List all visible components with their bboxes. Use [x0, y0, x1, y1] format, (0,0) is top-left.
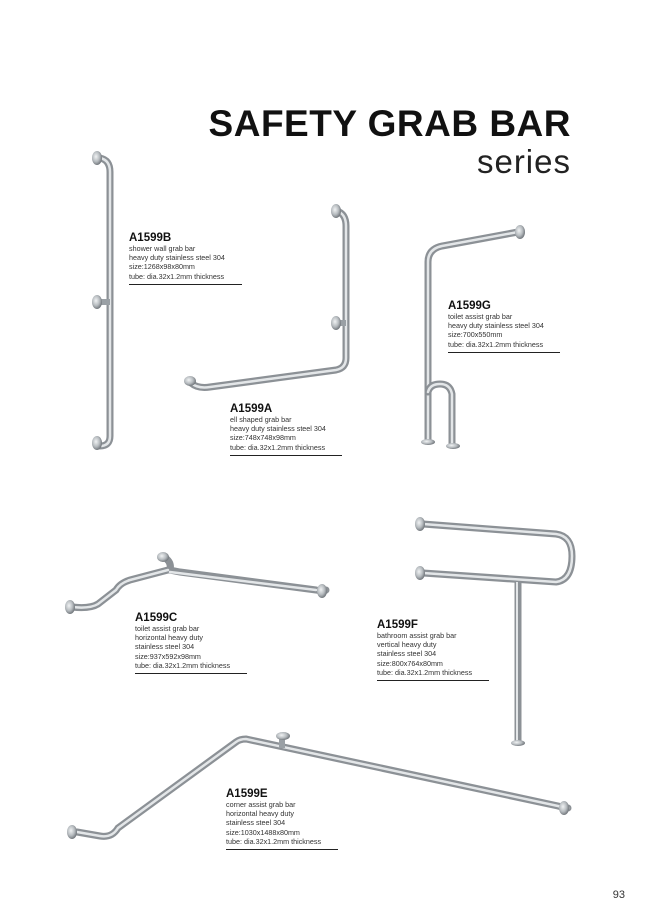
- divider: [377, 680, 489, 682]
- spec-line: size:700x550mm: [448, 330, 503, 340]
- spec-line: size:800x764x80mm: [377, 658, 443, 668]
- page-title: SAFETY GRAB BAR: [208, 103, 571, 144]
- product-code: A1599E: [226, 788, 268, 800]
- spec-line: heavy duty stainless steel 304: [129, 253, 225, 263]
- page-number: 93: [612, 889, 625, 901]
- product-code: A1599G: [448, 300, 491, 312]
- product-image-a1599b: [92, 151, 114, 450]
- product-image-a1599g: [421, 225, 525, 449]
- spec-line: horizontal heavy duty: [135, 633, 203, 643]
- page-header: SAFETY GRAB BAR series: [209, 104, 571, 180]
- product-image-a1599f: [415, 517, 576, 746]
- product-code: A1599F: [377, 619, 418, 631]
- product-code: A1599A: [230, 403, 273, 415]
- product-spec-a1599a: A1599A ell shaped grab bar heavy duty st…: [230, 403, 342, 456]
- spec-line: stainless steel 304: [135, 642, 195, 652]
- spec-line: stainless steel 304: [377, 649, 437, 659]
- spec-line: size:937x592x98mm: [135, 651, 201, 661]
- product-image-a1599a: [184, 204, 350, 391]
- product-image-a1599c: [65, 552, 330, 614]
- spec-line: tube: dia.32x1.2mm thickness: [448, 339, 544, 349]
- divider: [129, 283, 242, 285]
- product-spec-a1599c: A1599C toilet assist grab bar horizontal…: [135, 612, 247, 675]
- spec-line: size:1268x98x80mm: [129, 262, 195, 272]
- product-spec-a1599f: A1599F bathroom assist grab bar vertical…: [377, 619, 489, 682]
- product-spec-a1599e: A1599E corner assist grab bar horizontal…: [226, 788, 338, 851]
- spec-line: tube: dia.32x1.2mm thickness: [135, 660, 231, 670]
- spec-line: tube: dia.32x1.2mm thickness: [230, 442, 326, 452]
- product-code: A1599C: [135, 612, 178, 624]
- spec-line: size:748x748x98mm: [230, 433, 296, 443]
- spec-line: horizontal heavy duty: [226, 809, 294, 819]
- spec-line: vertical heavy duty: [377, 640, 437, 650]
- spec-line: heavy duty stainless steel 304: [448, 321, 544, 331]
- spec-line: toilet assist grab bar: [448, 312, 513, 321]
- spec-line: heavy duty stainless steel 304: [230, 424, 326, 434]
- page-subtitle: series: [476, 143, 571, 180]
- spec-line: tube: dia.32x1.2mm thickness: [129, 271, 225, 281]
- product-spec-a1599g: A1599G toilet assist grab bar heavy duty…: [448, 300, 560, 353]
- divider: [226, 849, 338, 851]
- divider: [448, 351, 560, 353]
- spec-line: bathroom assist grab bar: [377, 631, 457, 640]
- product-image-a1599e: [67, 732, 572, 840]
- spec-line: ell shaped grab bar: [230, 415, 292, 424]
- spec-line: corner assist grab bar: [226, 800, 296, 809]
- spec-line: tube: dia.32x1.2mm thickness: [226, 836, 322, 846]
- divider: [230, 454, 342, 456]
- spec-line: tube: dia.32x1.2mm thickness: [377, 667, 473, 677]
- product-spec-a1599b: A1599B shower wall grab bar heavy duty s…: [129, 232, 242, 285]
- divider: [135, 673, 247, 675]
- spec-line: size:1030x1488x80mm: [226, 827, 300, 837]
- spec-line: toilet assist grab bar: [135, 624, 200, 633]
- spec-line: shower wall grab bar: [129, 244, 196, 253]
- product-code: A1599B: [129, 232, 172, 244]
- spec-line: stainless steel 304: [226, 818, 286, 828]
